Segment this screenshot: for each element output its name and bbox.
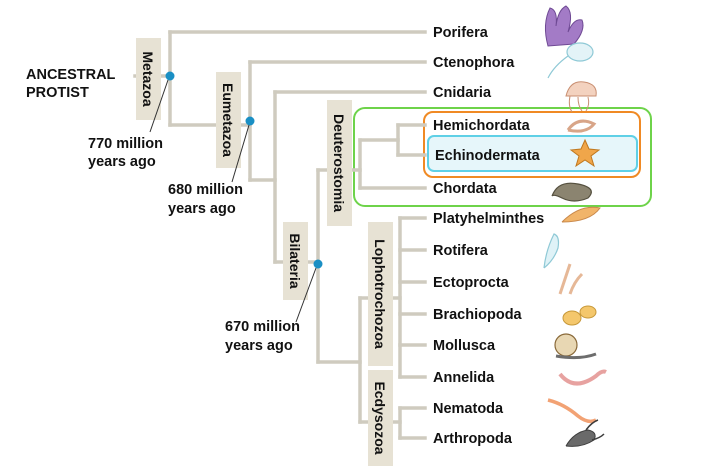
node-dot-metazoa — [165, 71, 175, 81]
taxon-chordata: Chordata — [433, 181, 498, 197]
clade-deuterostomia: Deuterostomia — [327, 100, 352, 226]
date-eumetazoa-line2: years ago — [168, 201, 236, 217]
taxon-nematoda: Nematoda — [433, 401, 504, 417]
lamprey-icon — [551, 182, 592, 202]
jellyfish-icon — [565, 81, 597, 113]
deuterostome-highlight-box — [353, 107, 652, 207]
rotifer-icon — [543, 233, 560, 269]
taxon-labels: Porifera Ctenophora Cnidaria Hemichordat… — [433, 25, 544, 447]
clade-label-bilateria: Bilateria — [287, 233, 303, 288]
date-metazoa-line1: 770 million — [88, 136, 163, 152]
taxon-ectoprocta: Ectoprocta — [433, 275, 510, 291]
acorn-worm-icon — [566, 119, 597, 133]
clade-ecdysozoa: Ecdysozoa — [368, 370, 393, 466]
taxon-platyhelminthes: Platyhelminthes — [433, 211, 544, 227]
date-bilateria-line2: years ago — [225, 338, 293, 354]
taxon-rotifera: Rotifera — [433, 243, 489, 259]
taxon-brachiopoda: Brachiopoda — [433, 307, 523, 323]
clade-label-deuterostomia: Deuterostomia — [331, 114, 347, 212]
ambulacraria-highlight-box — [423, 111, 641, 178]
clade-lophotrochozoa: Lophotrochozoa — [368, 222, 393, 366]
taxon-ctenophora: Ctenophora — [433, 55, 515, 71]
sea-star-icon — [569, 138, 601, 168]
taxon-arthropoda: Arthropoda — [433, 431, 513, 447]
clade-label-lophotrochozoa: Lophotrochozoa — [372, 239, 388, 349]
bryozoan-icon — [558, 263, 584, 295]
taxon-mollusca: Mollusca — [433, 338, 496, 354]
sponge-icon — [544, 5, 584, 47]
date-bilateria-line1: 670 million — [225, 319, 300, 335]
node-dot-eumetazoa — [245, 116, 255, 126]
root-label-line2: PROTIST — [26, 85, 89, 101]
taxon-hemichordata: Hemichordata — [433, 118, 531, 134]
snail-icon — [554, 333, 597, 360]
clade-bilateria: Bilateria — [283, 222, 308, 300]
date-metazoa-line2: years ago — [88, 154, 156, 170]
clade-label-metazoa: Metazoa — [140, 51, 156, 106]
brachiopod-icon — [562, 305, 597, 326]
earthworm-icon — [558, 369, 607, 386]
taxon-cnidaria: Cnidaria — [433, 85, 492, 101]
root-label-line1: ANCESTRAL — [26, 67, 116, 83]
lobster-icon — [565, 419, 605, 447]
taxon-porifera: Porifera — [433, 25, 489, 41]
flatworm-icon — [561, 206, 601, 223]
clade-eumetazoa: Eumetazoa — [216, 72, 241, 168]
date-eumetazoa-line1: 680 million — [168, 182, 243, 198]
taxon-annelida: Annelida — [433, 370, 495, 386]
clade-label-eumetazoa: Eumetazoa — [220, 83, 236, 157]
clade-metazoa: Metazoa — [136, 38, 161, 120]
clade-label-ecdysozoa: Ecdysozoa — [372, 381, 388, 454]
taxon-echinodermata: Echinodermata — [435, 148, 541, 164]
roundworm-icon — [547, 398, 597, 424]
node-dot-bilateria — [313, 259, 323, 269]
comb-jelly-icon — [547, 42, 594, 79]
